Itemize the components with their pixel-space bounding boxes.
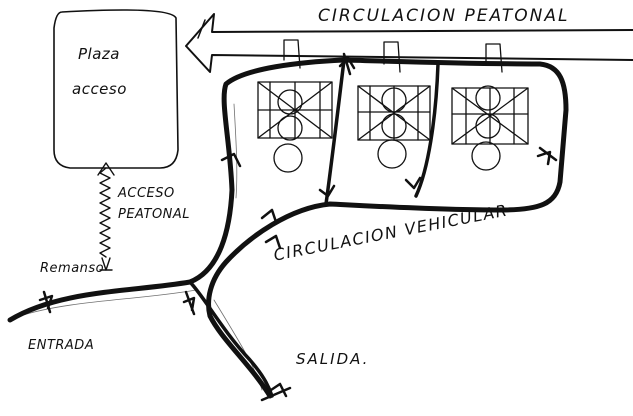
label-acceso-peatonal-line1: ACCESO xyxy=(118,186,175,201)
parking-module-1 xyxy=(257,39,333,173)
parking-module-2 xyxy=(357,41,431,169)
pedestrian-access-path xyxy=(97,162,115,271)
parking-module-3 xyxy=(451,43,529,171)
label-circulacion-peatonal: CIRCULACION PEATONAL xyxy=(318,6,570,26)
sketch-guide-lines xyxy=(19,103,263,391)
pedestrian-circulation-arrow xyxy=(185,13,633,73)
label-entrada: ENTRADA xyxy=(28,338,95,353)
label-remanso: Remanso xyxy=(40,261,105,276)
label-acceso: acceso xyxy=(72,80,127,98)
label-acceso-peatonal-line2: PEATONAL xyxy=(118,207,191,222)
label-salida: SALIDA. xyxy=(296,350,370,368)
vehicular-roads xyxy=(7,57,569,399)
label-plaza: Plaza xyxy=(78,45,120,63)
plaza-acceso-box xyxy=(53,9,179,169)
